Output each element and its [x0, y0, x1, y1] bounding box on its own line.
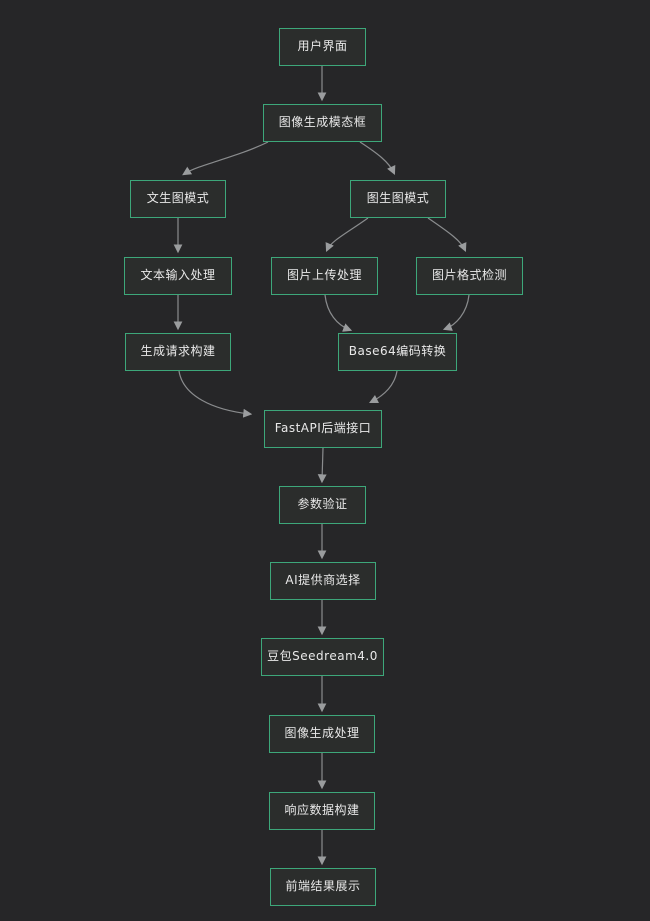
edge-image-to-image-to-upload: [325, 217, 369, 253]
node-frontend-result-display: 前端结果展示: [270, 868, 376, 906]
node-image-generation-processing: 图像生成处理: [269, 715, 375, 753]
node-image-format-detection: 图片格式检测: [416, 257, 523, 295]
node-image-to-image-mode: 图生图模式: [350, 180, 446, 218]
node-fastapi-backend-api: FastAPI后端接口: [264, 410, 382, 448]
node-generation-request-build: 生成请求构建: [125, 333, 231, 371]
node-doubao-seedream: 豆包Seedream4.0: [261, 638, 384, 676]
node-text-to-image-mode: 文生图模式: [130, 180, 226, 218]
edge-fastapi-to-validation: [317, 447, 327, 484]
edge-request-build-to-fastapi: [178, 370, 253, 418]
node-response-data-build: 响应数据构建: [269, 792, 375, 830]
edge-modal-to-text-to-image: [182, 141, 269, 176]
node-base64-encoding-conversion: Base64编码转换: [338, 333, 457, 371]
node-image-generation-modal: 图像生成模态框: [263, 104, 382, 142]
edge-upload-to-base64: [324, 294, 353, 332]
edge-image-to-image-to-format: [427, 217, 467, 253]
node-image-upload-processing: 图片上传处理: [271, 257, 378, 295]
node-text-input-processing: 文本输入处理: [124, 257, 232, 295]
edge-base64-to-fastapi: [368, 370, 398, 404]
edge-format-to-base64: [442, 294, 470, 331]
edge-modal-to-image-to-image: [359, 141, 396, 176]
node-parameter-validation: 参数验证: [279, 486, 366, 524]
node-ai-provider-selection: AI提供商选择: [270, 562, 376, 600]
node-user-interface: 用户界面: [279, 28, 366, 66]
